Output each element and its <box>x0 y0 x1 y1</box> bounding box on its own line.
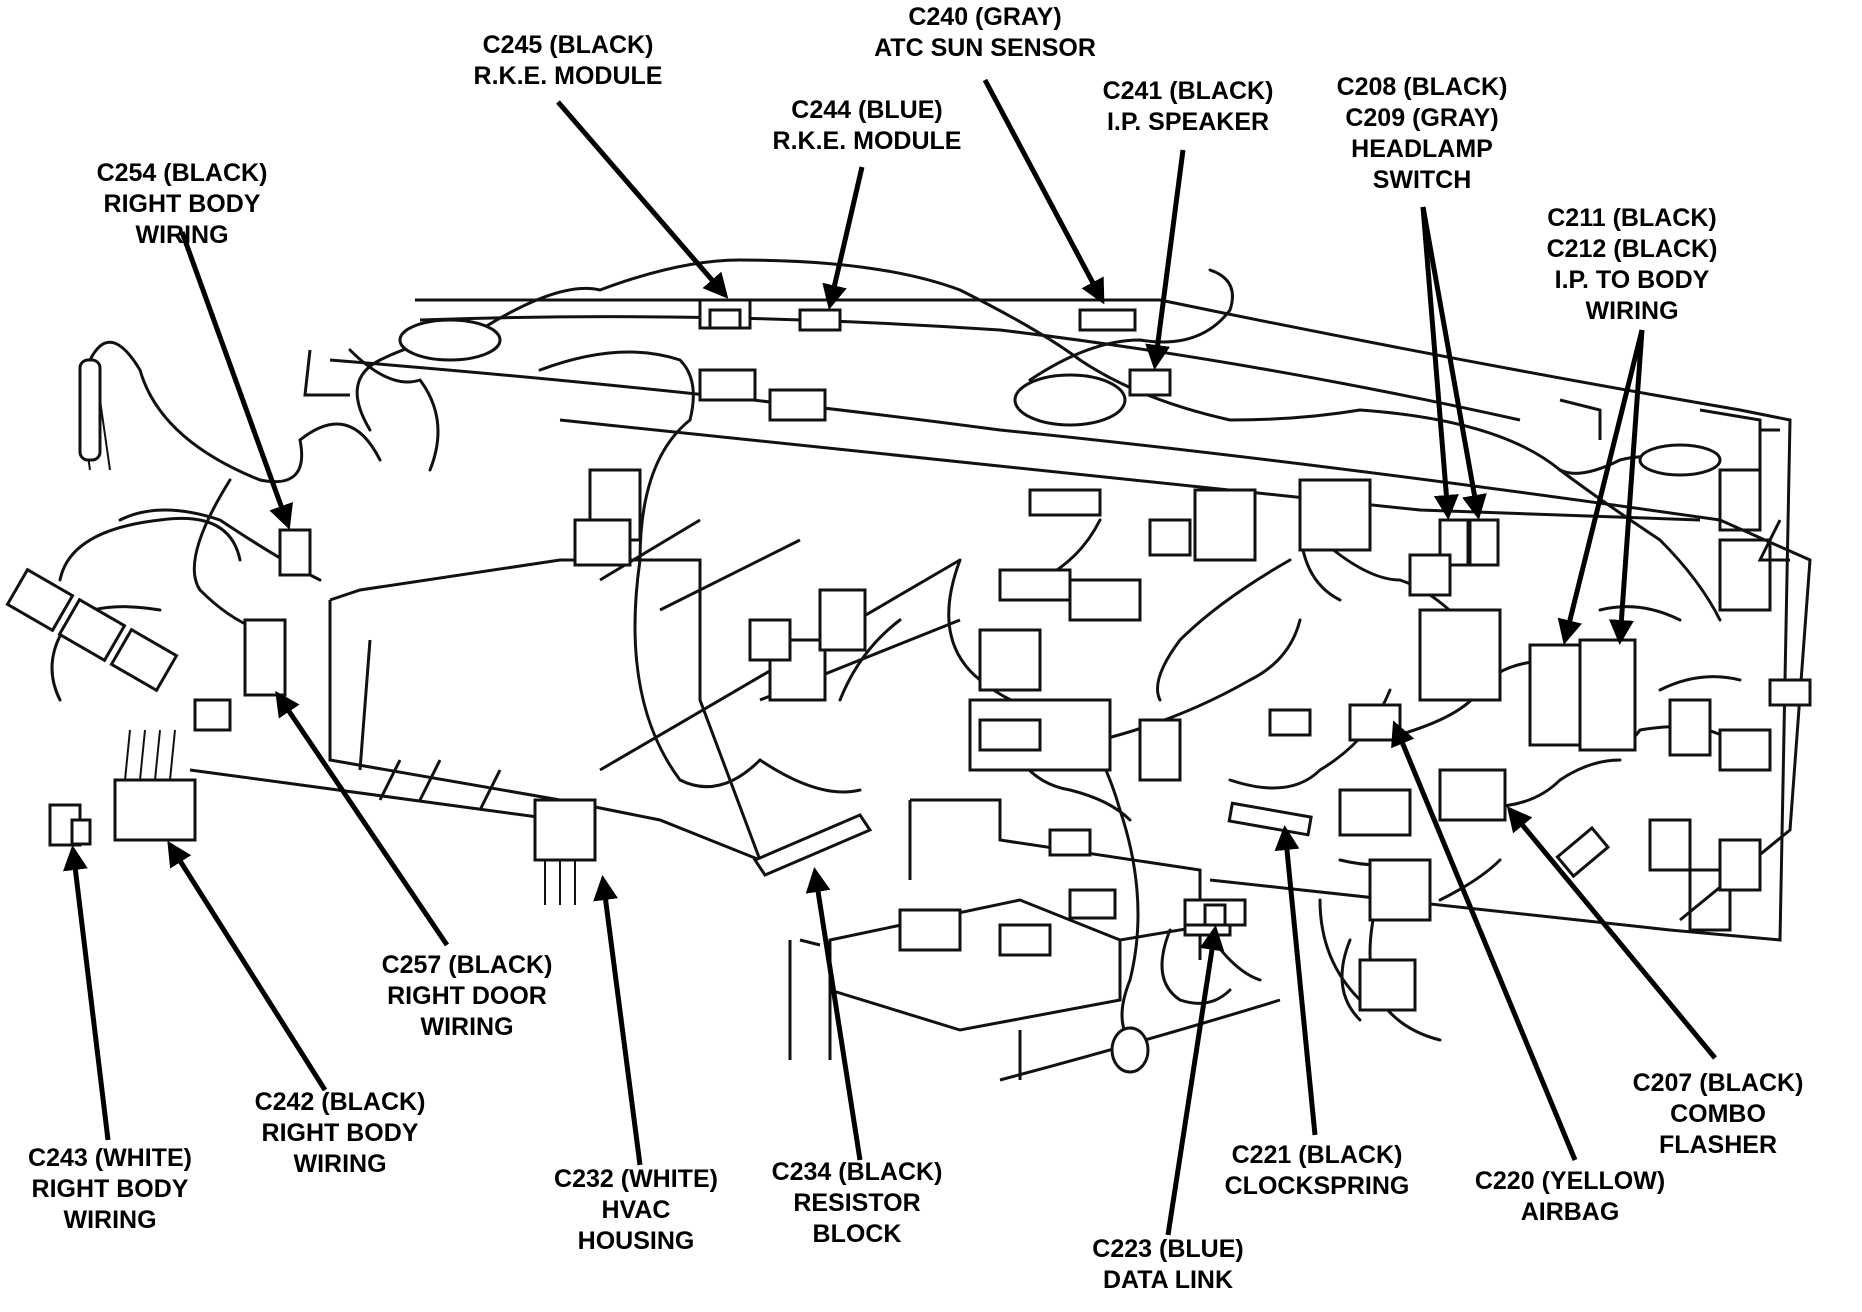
leader-c212 <box>1608 329 1645 645</box>
label-c232: C232 (WHITE) HVAC HOUSING <box>554 1165 718 1255</box>
instrument-panel-body <box>189 298 1812 1082</box>
leader-c244 <box>822 166 865 310</box>
label-c234: C234 (BLACK) RESISTOR BLOCK <box>771 1158 943 1248</box>
label-c221: C221 (BLACK) CLOCKSPRING <box>1224 1141 1410 1200</box>
leader-c234 <box>805 867 863 1161</box>
leader-c254 <box>179 231 293 530</box>
leader-c242 <box>167 840 328 1092</box>
leader-c240 <box>982 78 1105 305</box>
leader-c257 <box>275 690 450 947</box>
label-c245: C245 (BLACK) R.K.E. MODULE <box>473 31 663 90</box>
leader-c221 <box>1274 825 1318 1136</box>
leader-c241 <box>1145 149 1186 370</box>
leader-c232 <box>593 875 643 1166</box>
leader-c245 <box>556 100 729 299</box>
leader-c220 <box>1391 720 1578 1161</box>
label-c242: C242 (BLACK) RIGHT BODY WIRING <box>254 1088 426 1178</box>
label-c240: C240 (GRAY) ATC SUN SENSOR <box>874 3 1096 62</box>
wire-harness <box>50 258 1742 1052</box>
label-c223: C223 (BLUE) DATA LINK <box>1092 1235 1244 1294</box>
label-c211: C211 (BLACK) C212 (BLACK) I.P. TO BODY W… <box>1546 204 1718 325</box>
leader-c223 <box>1165 925 1225 1236</box>
label-c208: C208 (BLACK) C209 (GRAY) HEADLAMP SWITCH <box>1336 73 1508 194</box>
label-c254: C254 (BLACK) RIGHT BODY WIRING <box>96 159 268 249</box>
leader-c243 <box>62 845 111 1141</box>
label-c207: C207 (BLACK) COMBO FLASHER <box>1632 1069 1804 1159</box>
label-c244: C244 (BLUE) R.K.E. MODULE <box>772 96 962 155</box>
leader-c209 <box>1420 206 1487 520</box>
label-c243: C243 (WHITE) RIGHT BODY WIRING <box>28 1144 192 1234</box>
components <box>5 298 1812 1074</box>
leader-lines <box>62 78 1717 1236</box>
leader-c211 <box>1557 329 1645 645</box>
label-c241: C241 (BLACK) I.P. SPEAKER <box>1102 77 1274 136</box>
label-c257: C257 (BLACK) RIGHT DOOR WIRING <box>381 951 553 1041</box>
label-c220: C220 (YELLOW) AIRBAG <box>1474 1167 1666 1226</box>
leader-c207 <box>1506 806 1717 1060</box>
leader-c208 <box>1420 206 1459 520</box>
